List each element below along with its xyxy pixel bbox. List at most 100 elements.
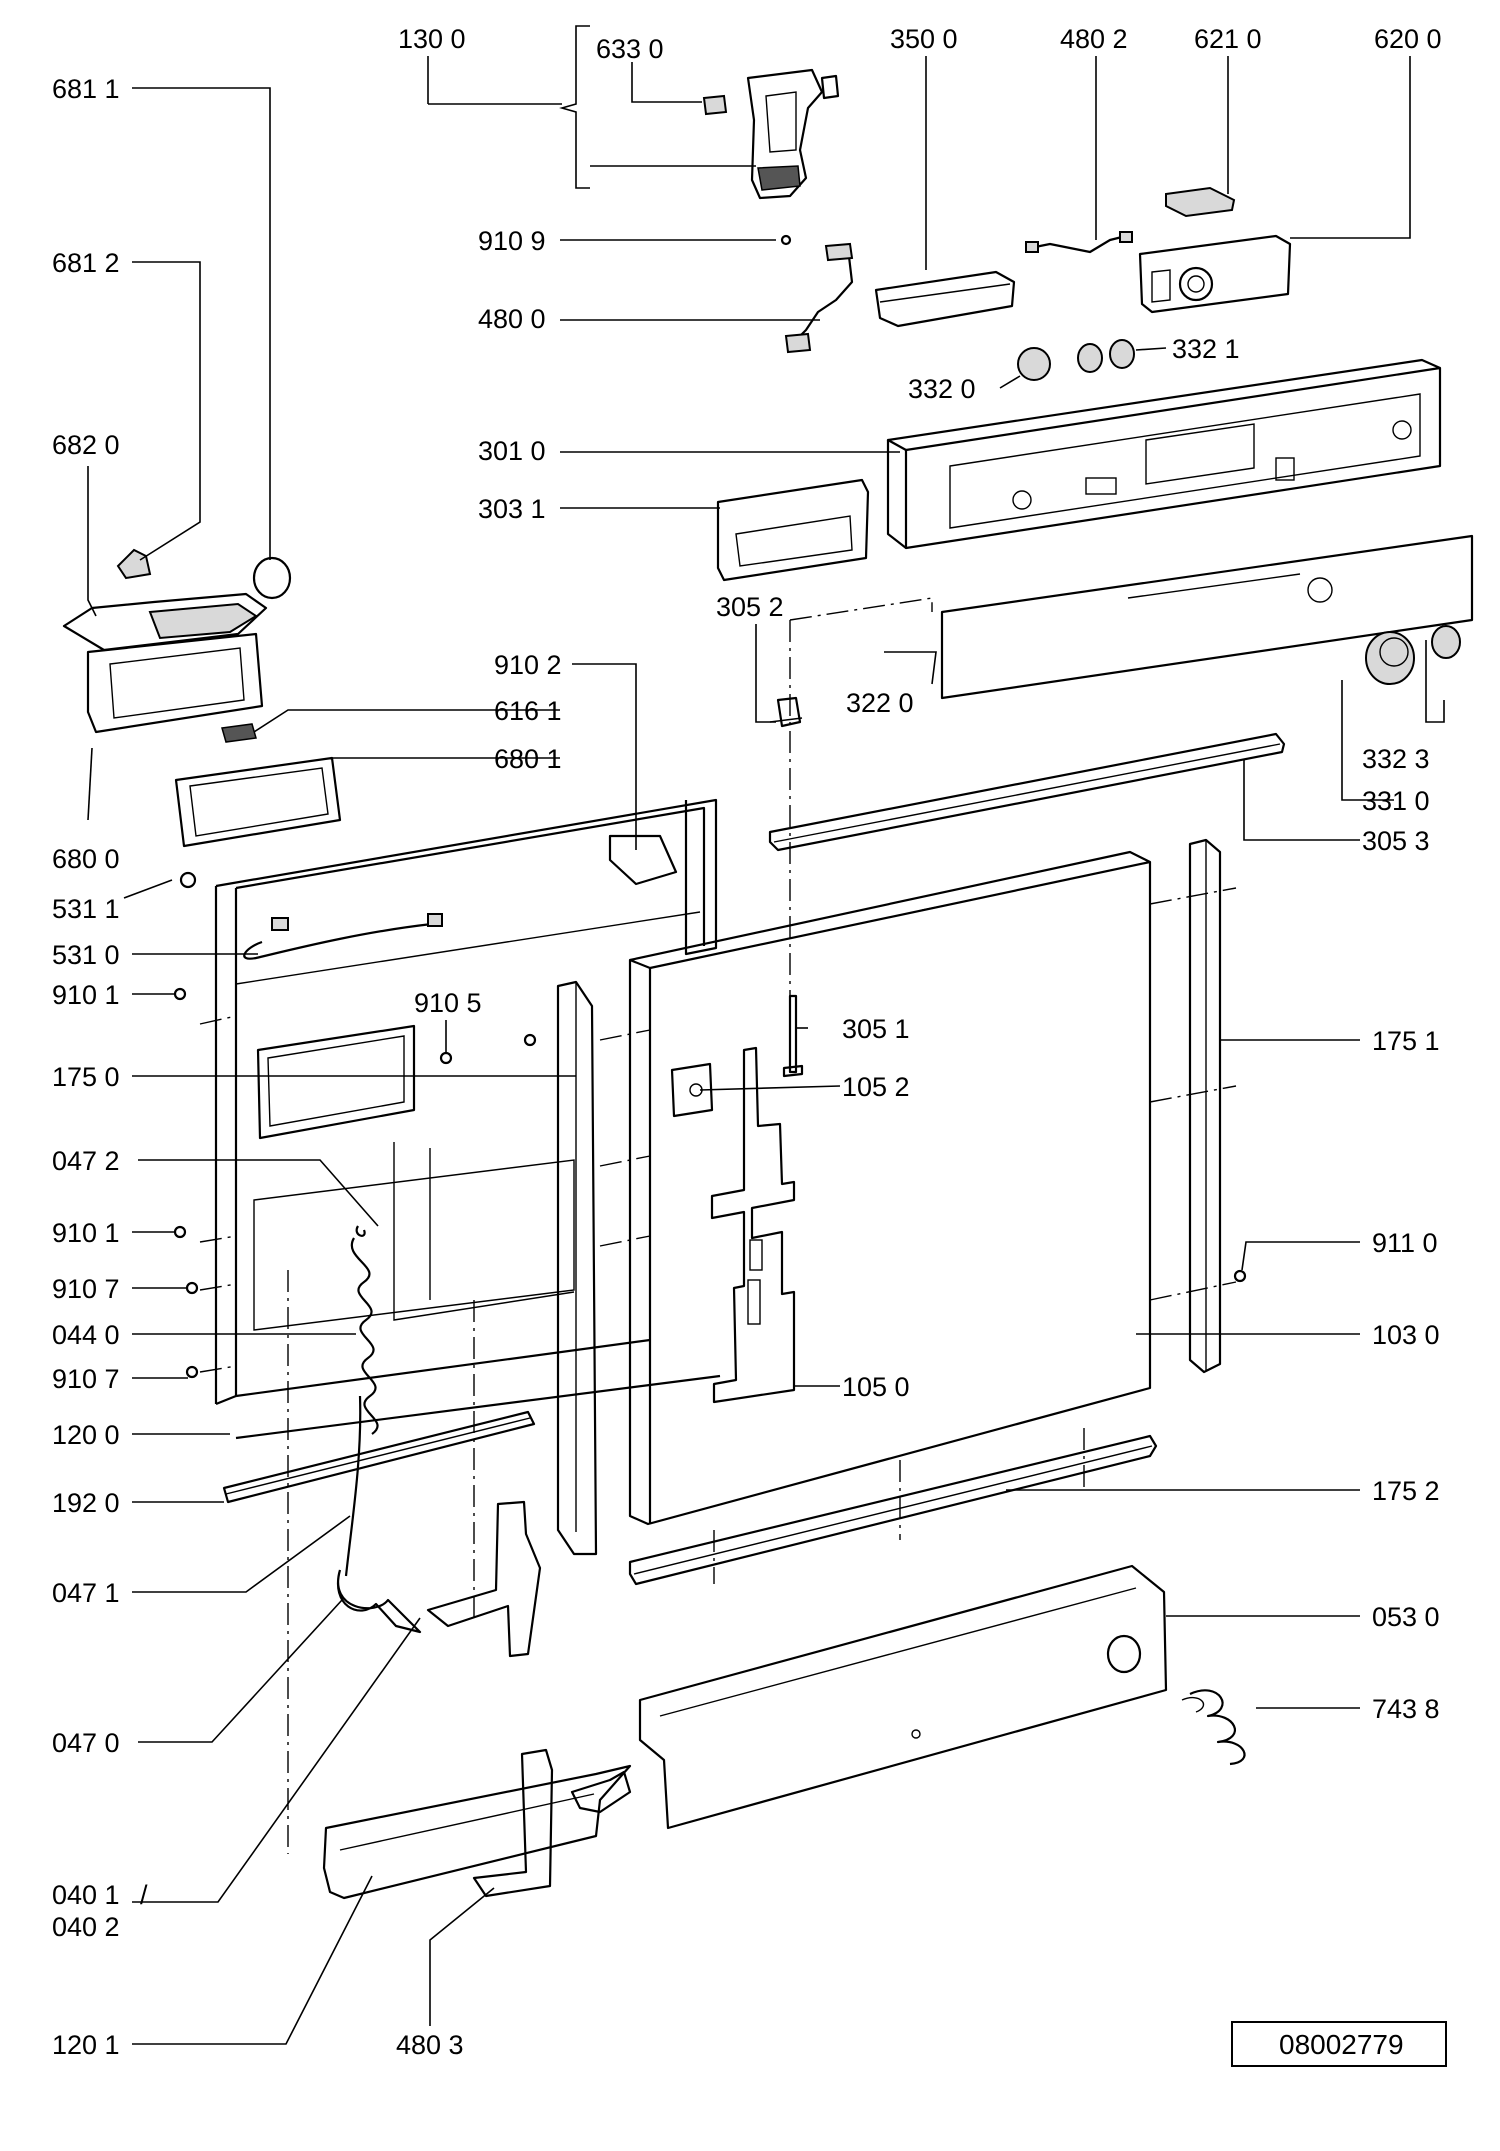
label-047-1: 047 1: [52, 1578, 120, 1608]
part-616: [221, 723, 257, 743]
wire-480-2: [1025, 231, 1133, 254]
label-682-0: 682 0: [52, 430, 120, 460]
label-350-0: 350 0: [890, 24, 958, 54]
label-105-0: 105 0: [842, 1372, 910, 1402]
pin-305-1: [782, 994, 804, 1078]
label-620-0: 620 0: [1374, 24, 1442, 54]
label-305-3: 305 3: [1362, 826, 1430, 856]
label-911-0: 911 0: [1372, 1228, 1438, 1258]
label-910-2: 910 2: [494, 650, 562, 680]
rail-305-3: [768, 732, 1286, 852]
clip-480-3: [472, 1748, 554, 1898]
label-separator: /: [140, 1880, 148, 1910]
label-910-9: 910 9: [478, 226, 546, 256]
assembly-lines: [199, 597, 1237, 1854]
bracket-040: [426, 1500, 542, 1658]
knob-332-0: [1017, 347, 1051, 381]
label-103-0: 103 0: [1372, 1320, 1440, 1350]
label-332-3: 332 3: [1362, 744, 1430, 774]
side-strip-175-0: [556, 980, 598, 1556]
label-175-0: 175 0: [52, 1062, 120, 1092]
inner-door-120: [214, 798, 721, 1440]
spring-743: [1181, 1689, 1246, 1766]
gasket-680-1: [174, 756, 342, 848]
part-labels: 130 0 633 0 350 0 480 2 621 0 620 0 681 …: [52, 24, 1442, 2060]
label-680-0: 680 0: [52, 844, 120, 874]
label-105-2: 105 2: [842, 1072, 910, 1102]
label-047-0: 047 0: [52, 1728, 120, 1758]
bottom-strip-175-2: [628, 1434, 1158, 1586]
label-910-7-a: 910 7: [52, 1274, 120, 1304]
part-681-2: [116, 548, 152, 580]
document-number-box: 08002779: [1231, 2021, 1447, 2067]
sensor-621: [1165, 186, 1236, 218]
handle-303: [716, 478, 870, 582]
spring-044: [350, 1225, 379, 1435]
rail-192: [222, 1410, 536, 1504]
label-192-0: 192 0: [52, 1488, 120, 1518]
hinge-bracket-910-2: [608, 834, 678, 886]
leader-lines: [87, 56, 1445, 2045]
label-120-0: 120 0: [52, 1420, 120, 1450]
side-strip-175-1: [1188, 838, 1222, 1374]
label-633-0: 633 0: [596, 34, 664, 64]
label-480-0: 480 0: [478, 304, 546, 334]
hinge-047-0: [337, 1569, 422, 1634]
cable-531: [243, 913, 443, 960]
label-040-2: 040 2: [52, 1912, 120, 1942]
label-175-1: 175 1: [1372, 1026, 1440, 1056]
label-531-0: 531 0: [52, 940, 120, 970]
screw-531-1: [179, 871, 197, 889]
label-040-1: 040 1: [52, 1880, 120, 1910]
label-175-2: 175 2: [1372, 1476, 1440, 1506]
front-panel-103: [628, 850, 1152, 1526]
knob-331: [1365, 631, 1415, 685]
label-681-2: 681 2: [52, 248, 120, 278]
label-531-1: 531 1: [52, 894, 120, 924]
control-panel-301: [886, 358, 1442, 550]
dispenser-682: [62, 592, 268, 734]
cable-harness: [784, 242, 854, 354]
label-331-0: 331 0: [1362, 786, 1430, 816]
microswitch: [702, 94, 728, 116]
label-130-0: 130 0: [398, 24, 466, 54]
label-480-3: 480 3: [396, 2030, 464, 2060]
label-743-8: 743 8: [1372, 1694, 1440, 1724]
document-number: 08002779: [1279, 2029, 1404, 2060]
label-910-7-b: 910 7: [52, 1364, 120, 1394]
label-301-0: 301 0: [478, 436, 546, 466]
electronic-module-350: [874, 270, 1016, 328]
label-910-5: 910 5: [414, 988, 482, 1018]
label-303-1: 303 1: [478, 494, 546, 524]
label-305-2: 305 2: [716, 592, 784, 622]
label-680-1: 680 1: [494, 744, 562, 774]
kickplate-053: [638, 1564, 1168, 1830]
label-044-0: 044 0: [52, 1320, 120, 1350]
screw-911: [1233, 1269, 1247, 1283]
label-681-1: 681 1: [52, 74, 120, 104]
label-910-1-a: 910 1: [52, 980, 120, 1010]
label-480-2: 480 2: [1060, 24, 1128, 54]
label-322-0: 322 0: [846, 688, 914, 718]
label-120-1: 120 1: [52, 2030, 120, 2060]
cable-047-1: [344, 1395, 362, 1577]
label-305-1: 305 1: [842, 1014, 910, 1044]
label-621-0: 621 0: [1194, 24, 1262, 54]
label-047-2: 047 2: [52, 1146, 120, 1176]
knob-332-3: [1431, 625, 1461, 659]
screws: [173, 234, 792, 1379]
door-latch-assembly: [746, 68, 840, 200]
label-910-1-b: 910 1: [52, 1218, 120, 1248]
bracket-brace: [428, 25, 590, 189]
control-board-620: [1138, 234, 1292, 314]
label-332-1: 332 1: [1172, 334, 1240, 364]
foil-322: [940, 534, 1474, 700]
label-053-0: 053 0: [1372, 1602, 1440, 1632]
label-332-0: 332 0: [908, 374, 976, 404]
label-616-1: 616 1: [494, 696, 562, 726]
mount-plate-105: [710, 1046, 796, 1404]
plug-681-1: [252, 556, 292, 600]
knob-332-1: [1077, 339, 1135, 373]
